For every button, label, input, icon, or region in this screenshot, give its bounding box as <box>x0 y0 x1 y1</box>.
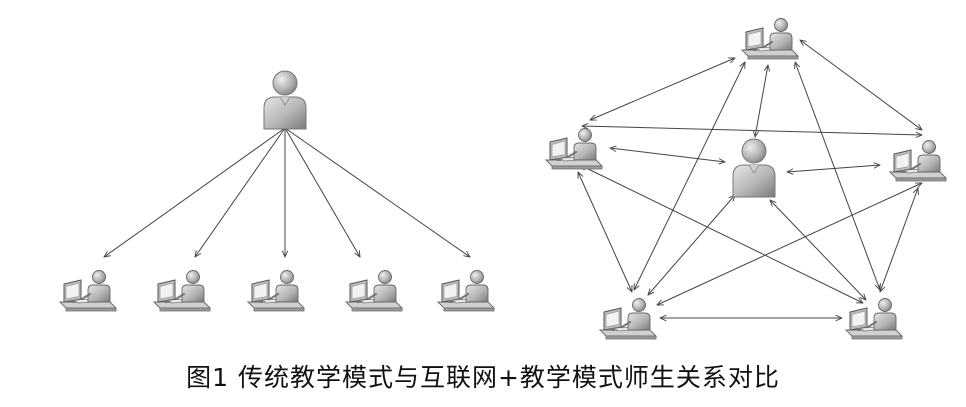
teacher-to-student-edges <box>104 127 470 257</box>
edge <box>582 126 922 135</box>
edge <box>610 148 725 162</box>
edge <box>195 127 286 257</box>
student-computer-icon <box>344 269 404 313</box>
teacher-icon <box>263 70 307 130</box>
edge <box>580 165 863 303</box>
edge <box>800 40 922 130</box>
edge <box>284 127 470 257</box>
student-computer-icon <box>740 17 800 61</box>
edge <box>634 62 745 290</box>
teacher-icon <box>732 138 776 198</box>
student-computer-icon <box>436 269 496 313</box>
student-computer-icon <box>58 269 118 313</box>
edge <box>755 65 768 137</box>
edge <box>104 127 286 257</box>
internet-plus-model <box>544 17 948 341</box>
network-edges <box>578 40 922 318</box>
student-computer-icon <box>844 297 904 341</box>
edge <box>880 188 918 292</box>
edge <box>578 172 632 292</box>
edge <box>590 58 735 120</box>
edge <box>770 200 866 300</box>
edge <box>648 195 735 295</box>
edge <box>787 165 880 172</box>
edge <box>284 127 360 257</box>
student-computer-icon <box>598 297 658 341</box>
student-computer-icon <box>544 127 604 171</box>
student-computer-icon <box>888 139 948 183</box>
student-computer-icon <box>152 269 212 313</box>
traditional-model <box>58 70 496 313</box>
figure-caption: 图1 传统教学模式与互联网+教学模式师生关系对比 <box>186 363 780 392</box>
student-computer-icon <box>246 269 306 313</box>
edge <box>795 62 880 290</box>
